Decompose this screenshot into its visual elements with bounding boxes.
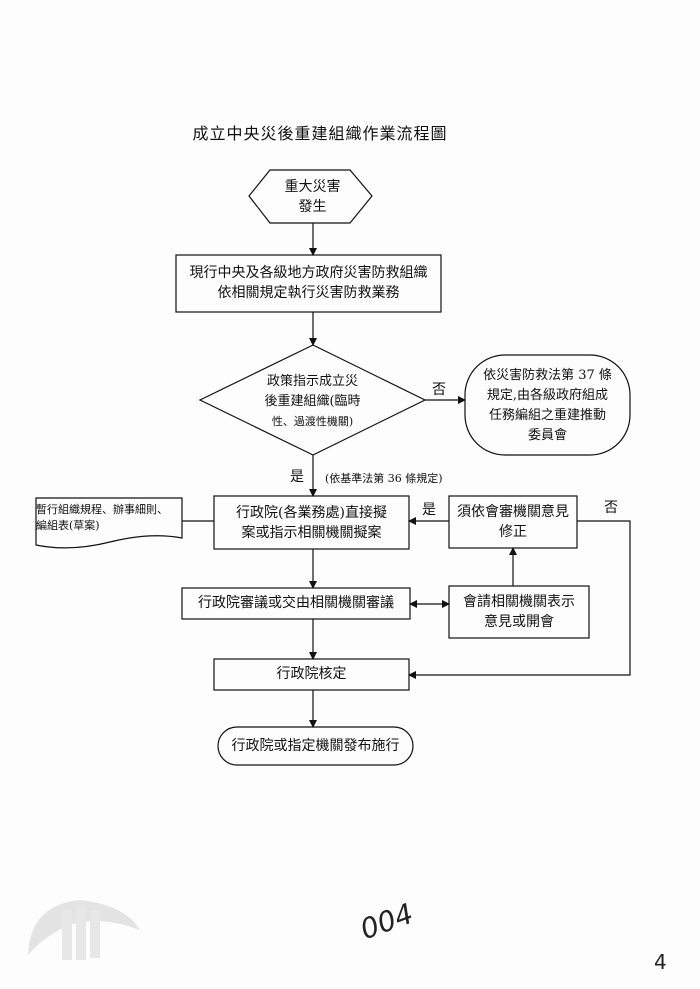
edge-label-yes-1: 是	[290, 469, 304, 485]
current-box	[175, 254, 442, 313]
arrow-revise-approve	[408, 520, 631, 679]
publish-label: 行政院或指定機關發布施行	[231, 738, 400, 754]
alt-org-line-2: 規定,由各級政府組成	[486, 388, 609, 403]
draft-doc-line-2: 編組表(草案)	[36, 519, 100, 532]
consult-box	[448, 585, 590, 639]
start-line-2: 發生	[298, 199, 327, 215]
draft-label: 行政院(各業務處)直接擬 案或指示相關機關擬案	[214, 503, 409, 543]
approve-label: 行政院核定	[276, 666, 347, 682]
alt-org-label: 依災害防救法第 37 條 規定,由各級政府組成 任務編組之重建推動 委員會	[465, 366, 630, 446]
revise-line-1: 須依會審機關意見	[457, 504, 569, 520]
revise-line-2: 修正	[499, 524, 527, 540]
decision-label: 政策指示成立災 後重建組織(臨時 性、過渡性機關)	[240, 372, 385, 432]
edge-label-yes-2: 是	[422, 502, 436, 518]
alt-org-line-1: 依災害防救法第 37 條	[483, 368, 612, 383]
edge-label-no-2: 否	[604, 500, 618, 516]
start-line-1: 重大災害	[284, 179, 341, 195]
page-number: 4	[654, 950, 667, 974]
consult-line-2: 意見或開會	[484, 614, 554, 630]
current-line-2: 依相關規定執行災害防救業務	[217, 285, 400, 301]
draft-line-2: 案或指示相關機關擬案	[241, 525, 382, 541]
decision-line-1: 政策指示成立災	[266, 374, 358, 389]
draft-line-1: 行政院(各業務處)直接擬	[236, 505, 387, 521]
review-label: 行政院審議或交由相關機關審議	[198, 595, 394, 611]
decision-line-3: 性、過渡性機關)	[271, 415, 354, 428]
alt-org-shape	[464, 354, 631, 456]
page-title: 成立中央災後重建組織作業流程圖	[192, 124, 448, 143]
revise-label: 須依會審機關意見 修正	[449, 502, 577, 542]
current-line-1: 現行中央及各級地方政府災害防救組織	[189, 265, 428, 281]
alt-org-line-3: 任務編組之重建推動	[488, 408, 606, 423]
current-label: 現行中央及各級地方政府災害防救組織 依相關規定執行災害防救業務	[176, 263, 441, 303]
draft-doc-label: 暫行組織規程、辦事細則、 編組表(草案)	[36, 502, 182, 534]
edge-label-basis: (依基準法第 36 條規定)	[325, 472, 443, 485]
draft-doc-shape	[35, 497, 183, 549]
alt-org-line-4: 委員會	[527, 428, 567, 443]
decision-line-2: 後重建組織(臨時	[264, 394, 361, 409]
start-hexagon	[248, 169, 373, 224]
consult-label: 會請相關機關表示 意見或開會	[449, 592, 589, 632]
logo-watermark	[28, 900, 140, 960]
start-label: 重大災害 發生	[255, 177, 370, 217]
draft-doc-line-1: 暫行組織規程、辦事細則、	[36, 503, 168, 516]
edge-label-no-1: 否	[432, 382, 446, 398]
consult-line-1: 會請相關機關表示	[463, 594, 575, 610]
